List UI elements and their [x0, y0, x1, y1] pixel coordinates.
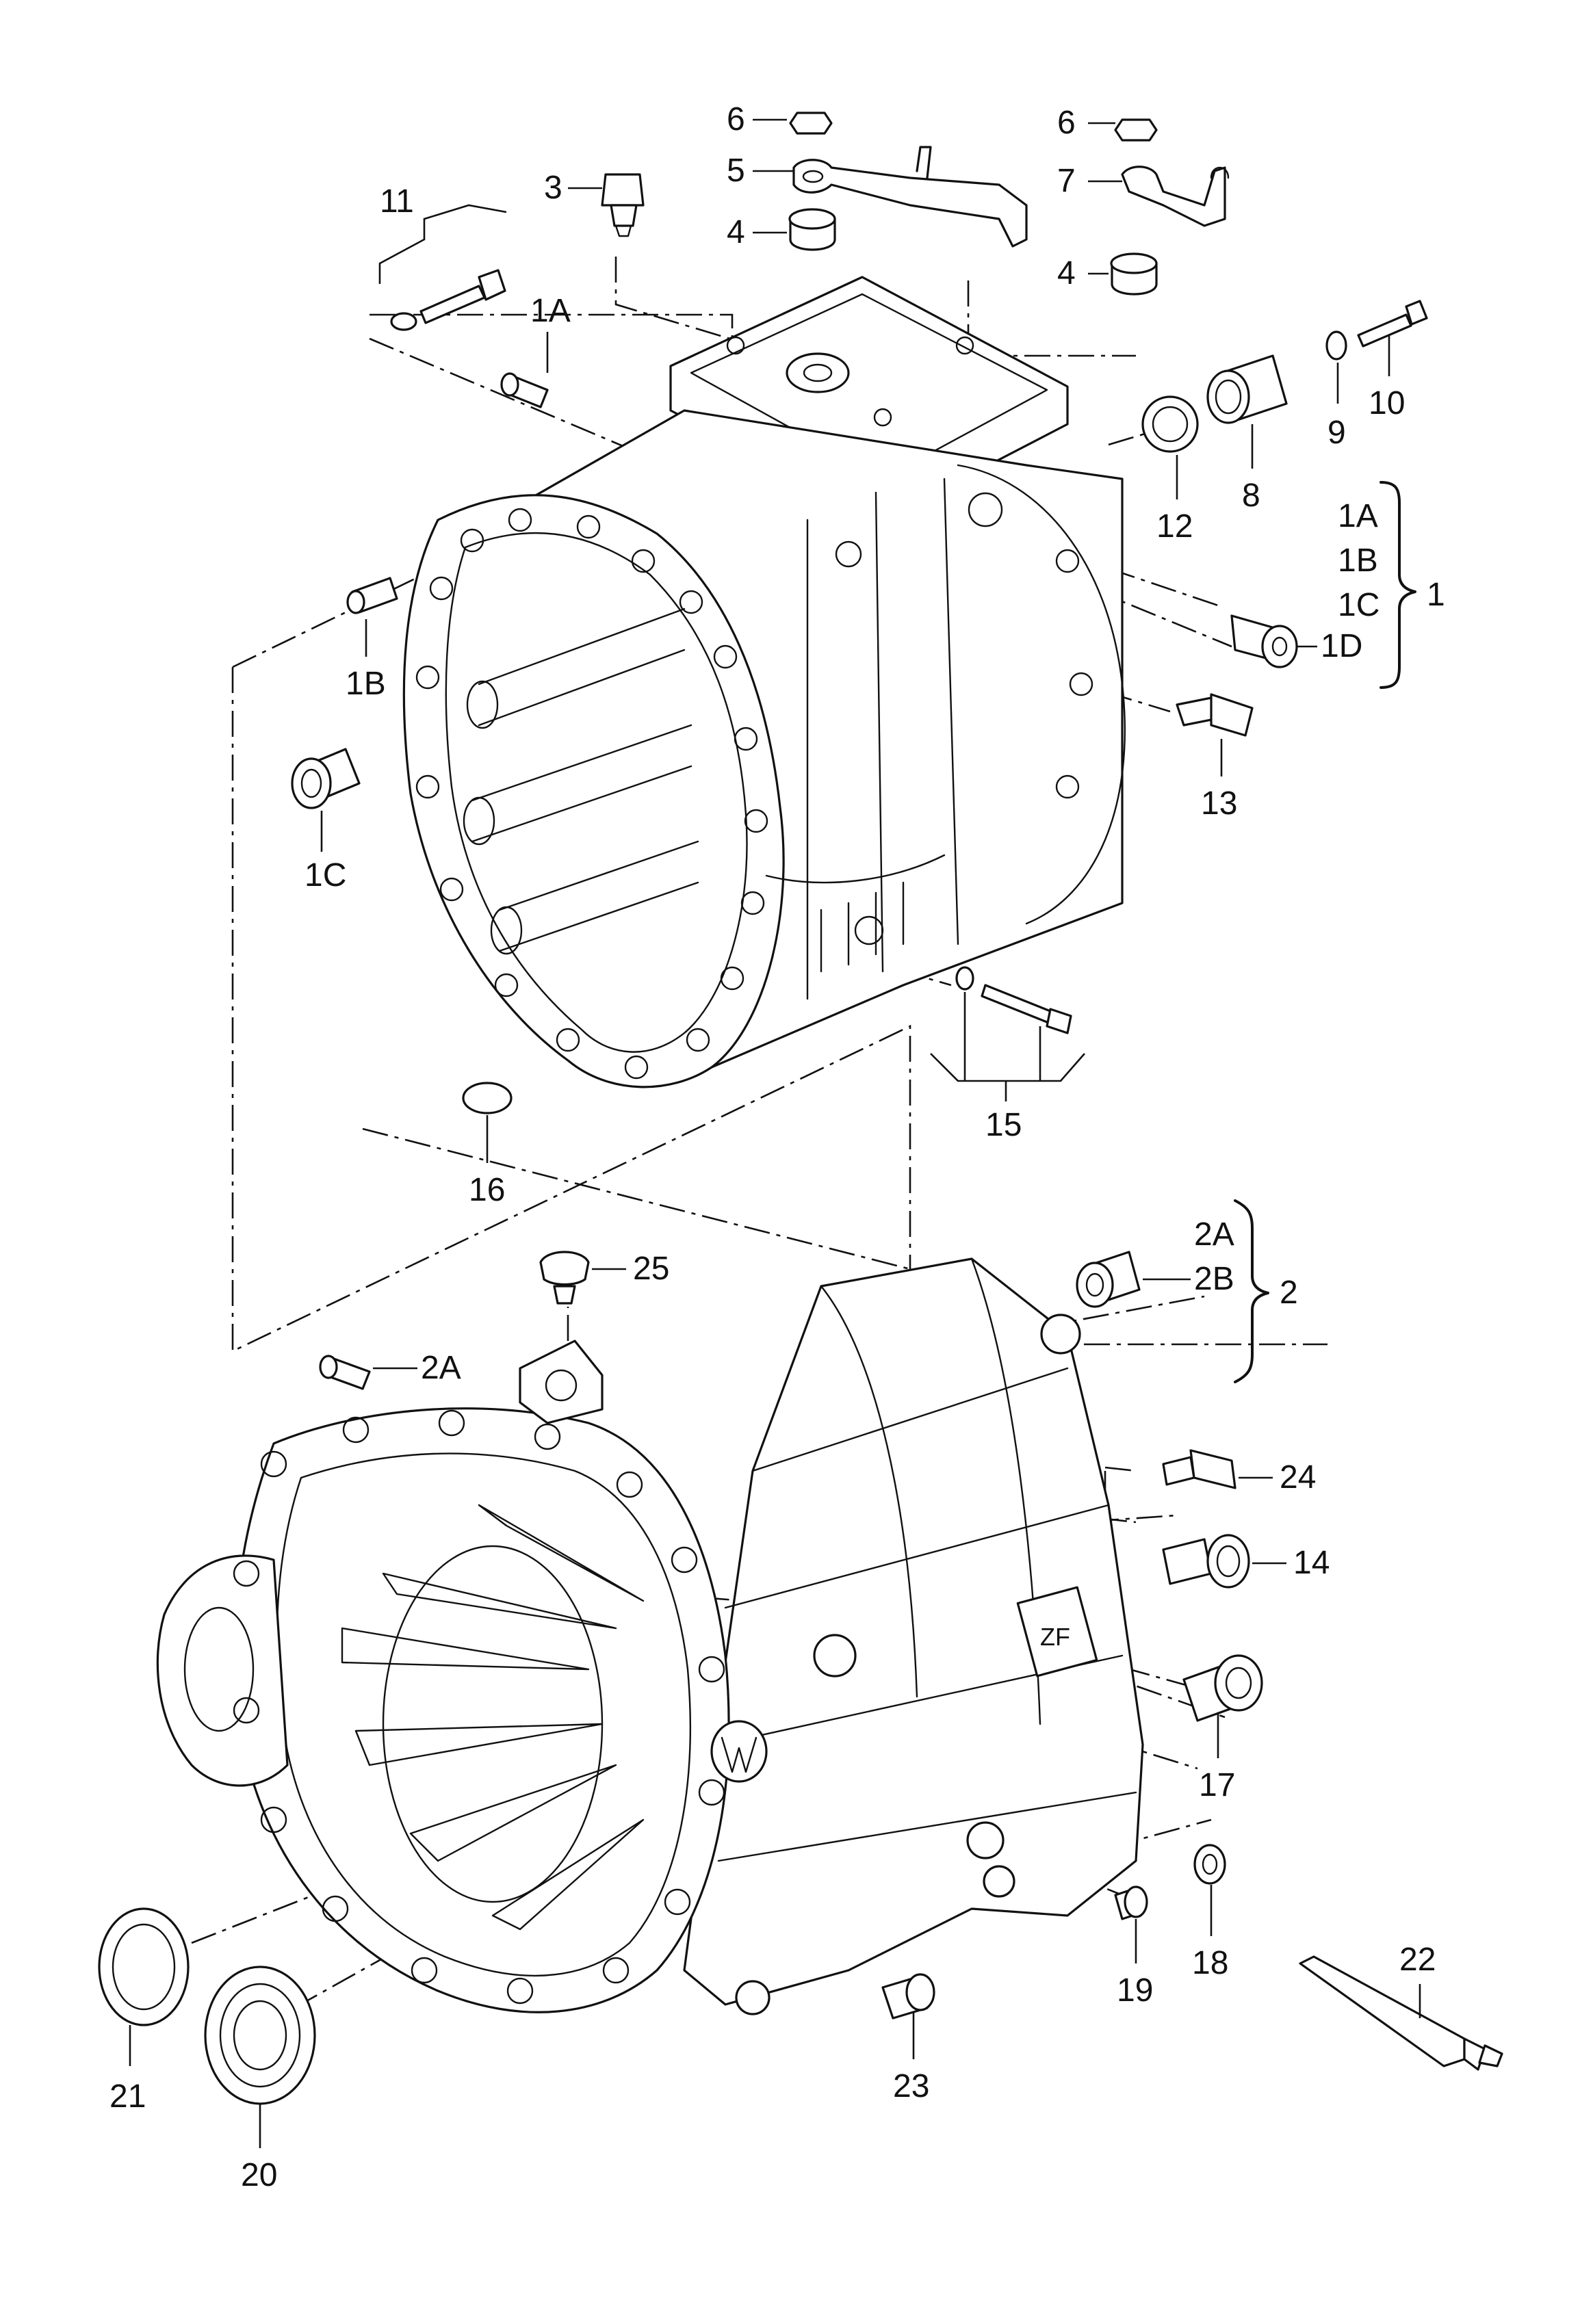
nut-6-left — [789, 112, 833, 135]
dowel-1A-upper — [500, 372, 549, 408]
bolt-10 — [1357, 300, 1428, 348]
sleeve-8 — [1206, 354, 1288, 424]
switch-13 — [1176, 693, 1254, 737]
label-1A-group: 1A — [1338, 498, 1378, 534]
label-1: 1 — [1427, 577, 1445, 613]
label-19: 19 — [1117, 1972, 1153, 2009]
nut-6-right — [1114, 118, 1158, 142]
label-2A: 2A — [421, 1350, 461, 1386]
label-15: 15 — [985, 1107, 1022, 1143]
bushing-4-left — [788, 208, 836, 251]
label-1C-group: 1C — [1338, 587, 1380, 623]
sleeve-2B — [1076, 1251, 1141, 1308]
switch-3 — [601, 173, 645, 237]
label-4-left: 4 — [727, 214, 745, 250]
label-1D: 1D — [1321, 628, 1362, 664]
sleeve-1C — [291, 748, 361, 809]
label-24: 24 — [1280, 1459, 1316, 1496]
label-6-right: 6 — [1057, 105, 1076, 141]
sealant-tube-22 — [1299, 1955, 1503, 2071]
label-12: 12 — [1156, 508, 1193, 545]
label-22: 22 — [1399, 1942, 1436, 1978]
label-8: 8 — [1242, 478, 1260, 514]
label-23: 23 — [893, 2068, 929, 2104]
breather-25 — [539, 1251, 590, 1305]
label-18: 18 — [1192, 1945, 1228, 1981]
bolt-11 — [390, 269, 506, 331]
bushing-4-right — [1110, 252, 1158, 296]
plug-18 — [1193, 1844, 1226, 1885]
seal-21 — [98, 1907, 190, 2026]
label-1A-upper: 1A — [530, 293, 571, 329]
label-4-right: 4 — [1057, 255, 1076, 291]
label-17: 17 — [1199, 1767, 1235, 1803]
label-1B-group: 1B — [1338, 543, 1378, 579]
washer-9 — [1325, 330, 1347, 361]
label-20: 20 — [241, 2157, 277, 2193]
label-2A-group: 2A — [1194, 1216, 1234, 1253]
bolt-15 — [955, 966, 1072, 1034]
label-5: 5 — [727, 153, 745, 189]
leader-lines — [129, 118, 1421, 2148]
braces — [1234, 481, 1416, 1383]
label-2: 2 — [1280, 1275, 1298, 1311]
label-21: 21 — [109, 2078, 146, 2115]
seal-20 — [204, 1966, 316, 2105]
plug-19 — [1114, 1885, 1148, 1920]
label-2B: 2B — [1194, 1261, 1234, 1297]
label-13: 13 — [1201, 785, 1237, 822]
clutch-housing: ZF — [156, 1257, 1144, 2015]
label-25: 25 — [633, 1251, 669, 1287]
sleeve-1D — [1230, 614, 1298, 668]
plug-17 — [1182, 1654, 1263, 1722]
gearbox-housing — [402, 276, 1126, 1088]
label-1B: 1B — [346, 666, 386, 702]
label-6-left: 6 — [727, 101, 745, 138]
label-11: 11 — [380, 183, 414, 220]
sleeve-1B — [346, 577, 398, 614]
label-10: 10 — [1369, 385, 1405, 421]
seal-12 — [1141, 395, 1199, 453]
label-3: 3 — [544, 170, 562, 206]
switch-24 — [1162, 1449, 1236, 1489]
label-1C: 1C — [305, 857, 346, 893]
label-9: 9 — [1328, 415, 1346, 451]
selector-lever-5 — [792, 146, 1028, 248]
plug-14 — [1162, 1534, 1250, 1589]
dowel-2A-lower — [319, 1355, 371, 1390]
label-14: 14 — [1293, 1545, 1330, 1581]
lever-7 — [1121, 166, 1230, 227]
callout-labels: 6 5 4 6 7 4 3 11 1A 10 9 8 12 1A 1B 1C 1… — [109, 101, 1445, 2193]
label-7: 7 — [1057, 163, 1076, 199]
label-16: 16 — [469, 1172, 505, 1208]
plug-23 — [881, 1973, 935, 2020]
plug-16 — [462, 1082, 513, 1114]
svg-text:ZF: ZF — [1040, 1623, 1070, 1651]
